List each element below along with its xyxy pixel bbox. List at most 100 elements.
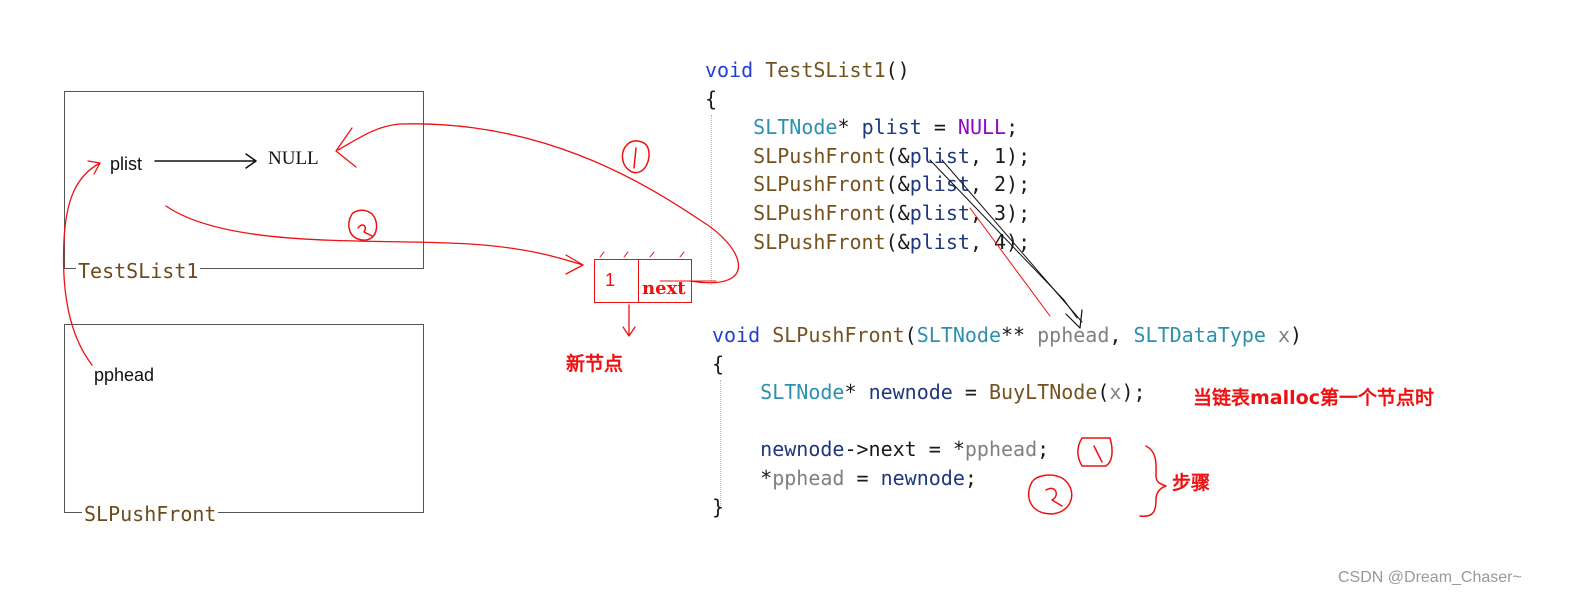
test-slist1-frame-label: TestSList1 (76, 259, 201, 283)
circled-1-right (1077, 437, 1113, 467)
code-token: SLTNode (916, 323, 1002, 347)
code-token: TestSList1 (765, 58, 886, 82)
code-line: void SLPushFront(SLTNode** pphead, SLTDa… (712, 321, 1302, 350)
code-token: BuyLTNode (988, 380, 1098, 405)
code-token: = (921, 115, 958, 140)
code-token: SLPushFront (772, 323, 905, 347)
plist-to-node-curve (165, 205, 584, 266)
code-line: SLTNode* newnode = BuyLTNode(x); (712, 378, 1302, 407)
indent-guide-2 (720, 380, 721, 508)
pphead-to-plist-curve (62, 162, 101, 366)
code-token: ) (1290, 323, 1303, 347)
new-node-caption: 新节点 (566, 353, 624, 375)
null-label: NULL (268, 148, 319, 169)
code-token: pphead (1037, 323, 1110, 347)
code-token: { (705, 86, 718, 111)
plist-null-arrow (154, 153, 257, 169)
pphead-label: pphead (94, 365, 155, 385)
code-token: plist (909, 172, 970, 197)
code-token: x (1109, 380, 1122, 405)
code-token: ( (904, 323, 917, 347)
pphead-arrowhead (1065, 309, 1083, 329)
csdn-watermark: CSDN @Dream_Chaser~ (1338, 569, 1522, 586)
steps-brace (1139, 445, 1167, 518)
next-to-null-arrowhead (335, 127, 357, 168)
code-line: SLPushFront(&plist, 2); (705, 170, 1030, 199)
code-token: ; (964, 465, 977, 490)
code-line: SLPushFront(&plist, 1); (705, 142, 1030, 171)
code-token: SLTDataType (1133, 323, 1266, 347)
plist-to-pphead-red (969, 207, 1051, 317)
code-token: void (705, 58, 754, 82)
code-token: = (952, 380, 989, 405)
plist-label: plist (110, 154, 143, 174)
code-token: SLPushFront (753, 172, 886, 197)
code-token: newnode (760, 437, 845, 462)
code-token: ->next = * (844, 437, 965, 462)
code-block-slpushfront: void SLPushFront(SLTNode** pphead, SLTDa… (712, 321, 1302, 521)
code-token: ; (1037, 437, 1050, 462)
pphead-to-plist-arrowhead (87, 160, 101, 175)
test-slist1-frame (64, 91, 424, 269)
plist-to-pphead-black (929, 159, 1078, 319)
node-next-cell: next (642, 278, 686, 299)
code-token: SLPushFront (753, 200, 886, 225)
code-token: (& (885, 200, 910, 225)
code-line: { (705, 85, 1030, 114)
circled-2-left (348, 209, 378, 241)
code-line: { (712, 350, 1302, 379)
code-token: * (760, 465, 773, 490)
plist-to-node-arrowhead (565, 254, 584, 275)
code-token: ; (1006, 115, 1019, 140)
code-token: pphead (772, 465, 845, 490)
malloc-note: 当链表malloc第一个节点时 (1193, 387, 1434, 409)
circled-1-left (621, 140, 650, 174)
code-line: SLPushFront(&plist, 3); (705, 199, 1030, 228)
code-token: pphead (964, 437, 1038, 462)
code-line: void TestSList1() (705, 56, 1030, 85)
code-token: newnode (868, 380, 953, 405)
slpushfront-frame (64, 324, 424, 513)
code-token: plist (909, 143, 970, 168)
code-token: SLPushFront (753, 143, 886, 168)
code-token: * (837, 115, 862, 140)
code-token: (& (885, 172, 910, 197)
plist-to-pphead-black-2 (941, 159, 1083, 323)
code-token: (& (885, 229, 910, 254)
circled-2-right (1027, 474, 1073, 515)
code-token: newnode (880, 465, 965, 490)
next-to-null-curve (337, 123, 740, 284)
code-token: SLTNode (760, 380, 845, 405)
code-line: newnode->next = *pphead; (712, 435, 1302, 464)
node-ticks (599, 251, 685, 258)
node-data-cell: 1 (595, 260, 639, 302)
code-token: ( (1097, 380, 1110, 405)
code-token: , 2); (969, 172, 1031, 197)
code-token: void (712, 323, 761, 347)
node-down-arrow (622, 304, 636, 337)
code-token: , 1); (969, 143, 1031, 168)
code-token: { (712, 351, 725, 376)
code-line: SLTNode* plist = NULL; (705, 113, 1030, 142)
slpushfront-frame-label: SLPushFront (82, 502, 219, 526)
code-line: *pphead = newnode; (712, 464, 1302, 493)
code-token: () (885, 58, 910, 82)
code-token: } (712, 494, 725, 519)
code-token: = (844, 465, 881, 490)
code-token: SLTNode (753, 115, 838, 140)
code-token: (& (885, 143, 910, 168)
code-token: , (1109, 323, 1134, 347)
code-token: NULL (957, 115, 1007, 140)
code-token: plist (861, 115, 922, 140)
indent-guide-1 (711, 115, 712, 285)
code-token: , 3); (969, 200, 1031, 225)
code-token: * (844, 380, 869, 405)
steps-label: 步骤 (1172, 472, 1211, 494)
code-token: ); (1121, 380, 1146, 405)
code-token: plist (909, 229, 970, 254)
code-line: } (712, 493, 1302, 522)
code-token: ** (1001, 323, 1038, 347)
code-token: SLPushFront (753, 229, 886, 254)
code-token: plist (909, 200, 970, 225)
